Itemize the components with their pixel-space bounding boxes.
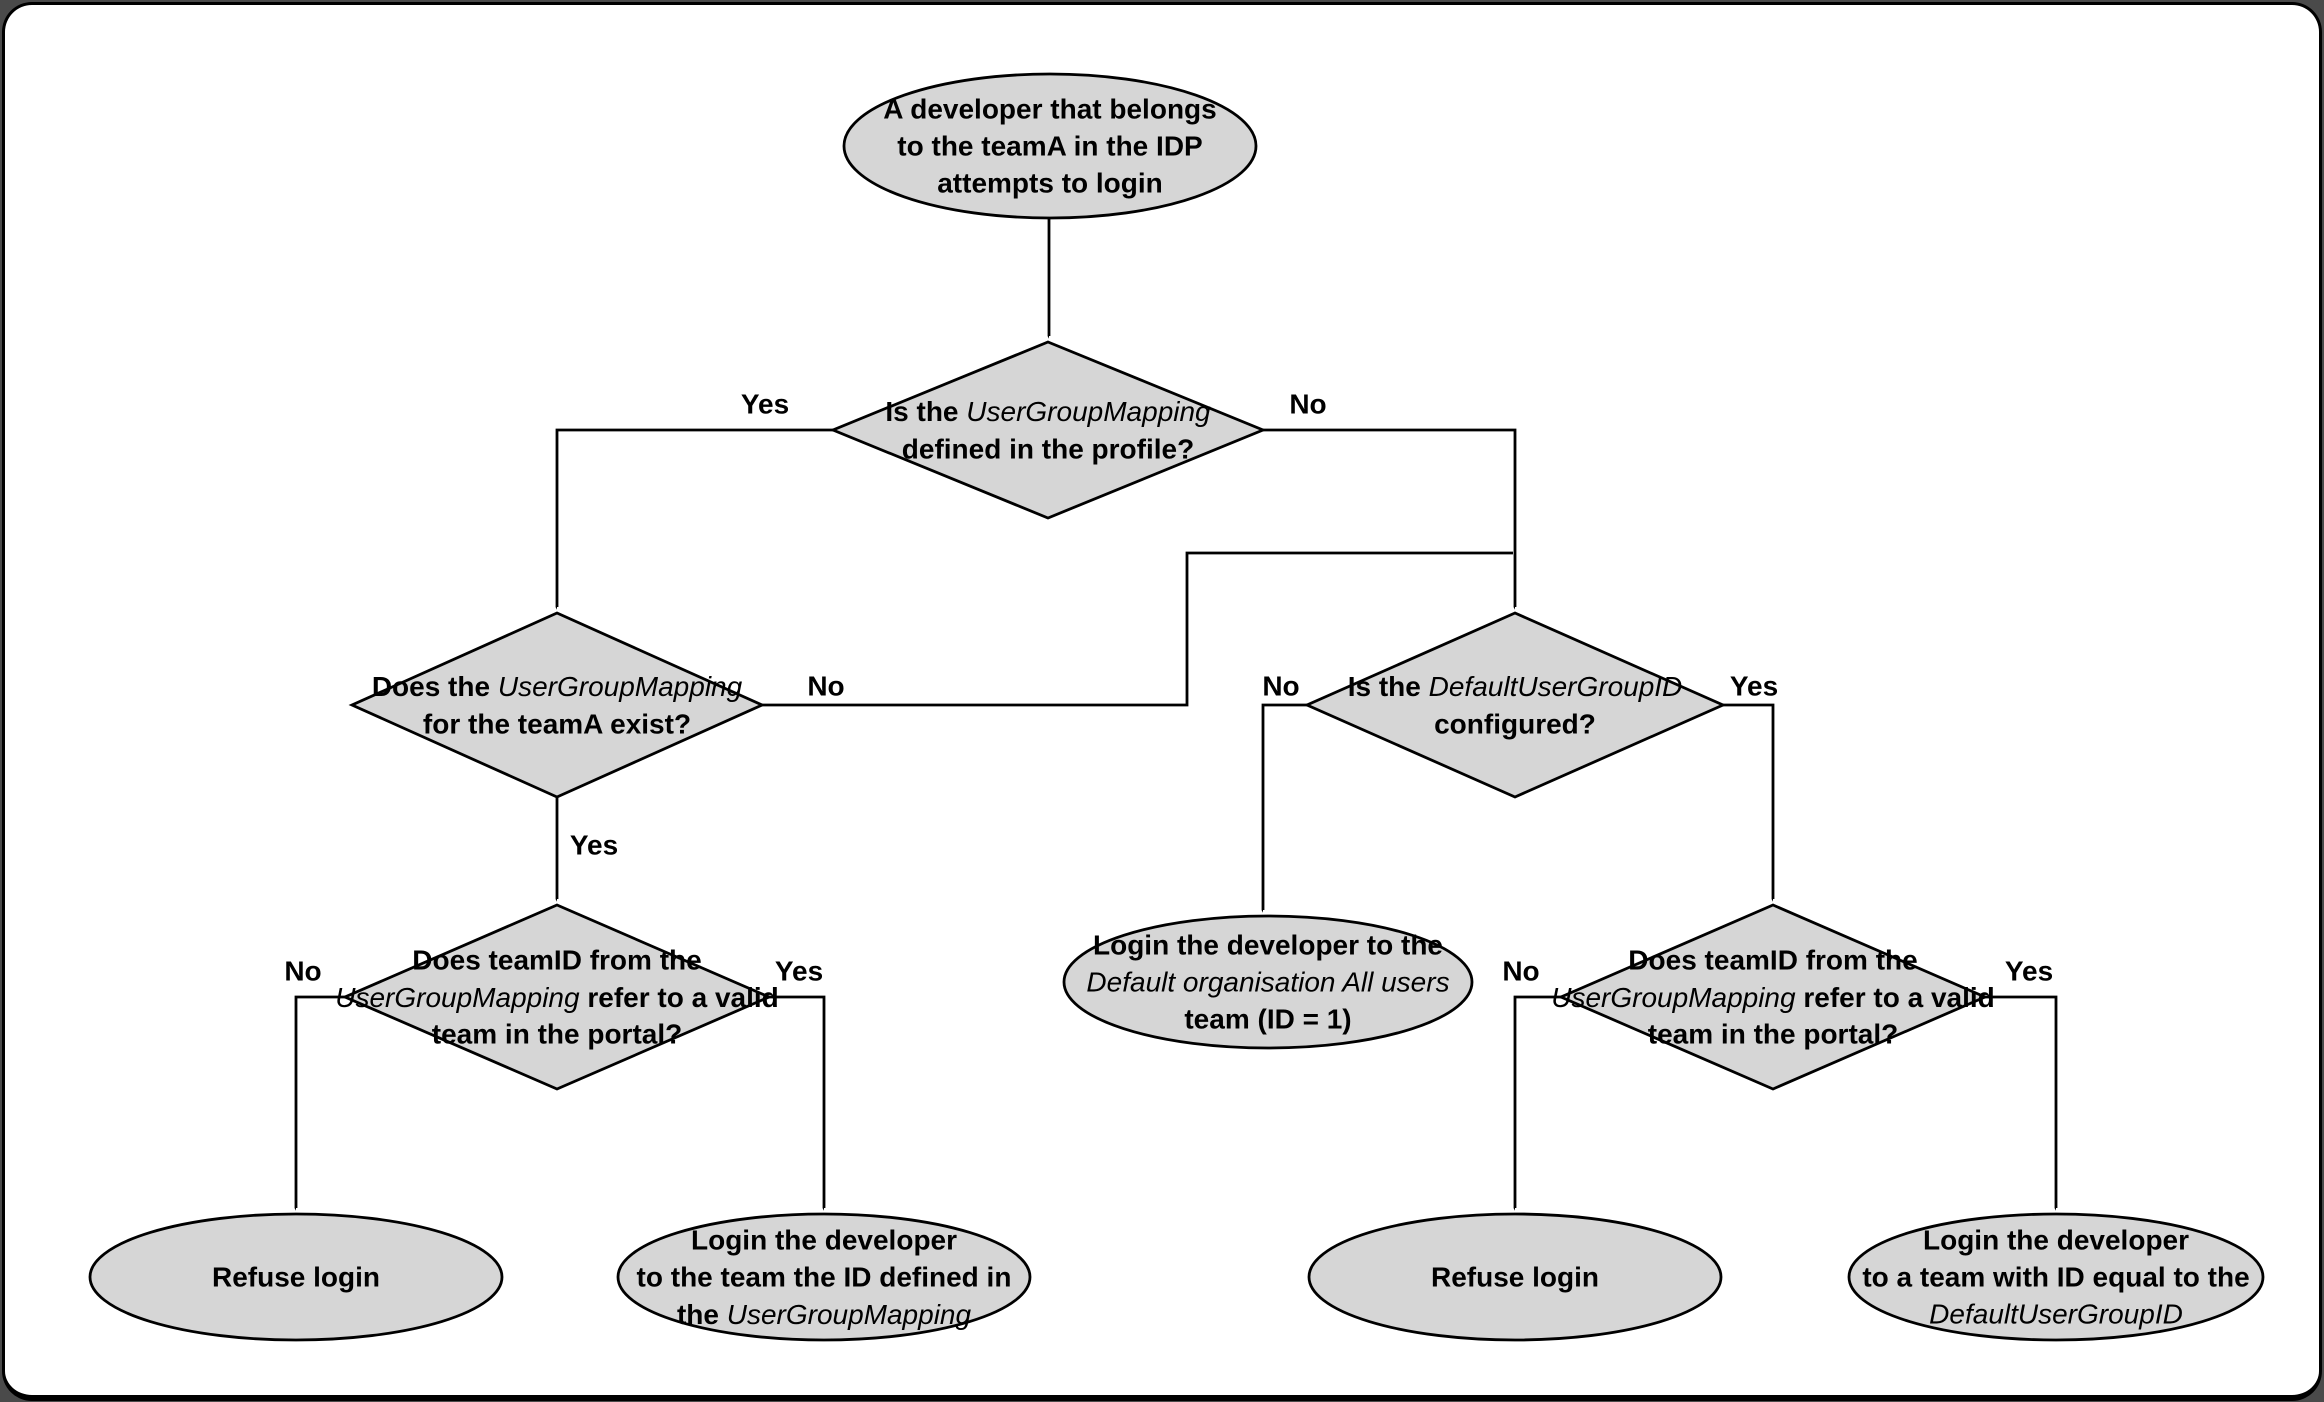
edge-d1-yes — [557, 428, 833, 607]
node-text-line: A developer that belongs — [883, 94, 1216, 125]
node-text-line: Refuse login — [1431, 1262, 1599, 1293]
edge-label-d1-no: No — [1289, 389, 1326, 420]
edge-label-d3-yes: Yes — [775, 956, 823, 987]
node-text-line: for the teamA exist? — [423, 709, 691, 740]
node-text-line: the UserGroupMapping — [677, 1299, 972, 1330]
ellipse-shape — [1847, 1212, 2265, 1342]
node-outcome-refuse-login-left: Refuse login — [88, 1212, 504, 1342]
node-text-line: to the teamA in the IDP — [897, 131, 1202, 162]
node-text-line: defined in the profile? — [902, 434, 1194, 465]
edge-label-d1-yes: Yes — [741, 389, 789, 420]
node-text-line: Login the developer — [691, 1225, 957, 1256]
text-segment-italic: UserGroupMapping — [1551, 982, 1796, 1013]
edge-d5-no — [1515, 995, 1561, 1208]
edge-d4-yes — [1723, 703, 1775, 899]
node-outcome-login-mapped-team: Login the developer to the team the ID d… — [616, 1212, 1032, 1342]
text-segment: refer to a valid — [580, 982, 779, 1013]
node-decision-teamid-valid-right: Does teamID from the UserGroupMapping re… — [1551, 903, 1995, 1091]
edge-d3-yes — [769, 995, 826, 1208]
node-decision-usergroupmapping-exists: Does the UserGroupMapping for the teamA … — [348, 611, 766, 799]
node-text-line: UserGroupMapping refer to a valid — [1551, 982, 1995, 1013]
node-text-line: Does teamID from the — [412, 945, 701, 976]
node-text-line: Login the developer to the — [1093, 930, 1443, 961]
text-segment: refer to a valid — [1796, 982, 1995, 1013]
node-text-line: Does the UserGroupMapping — [372, 671, 743, 702]
ellipse-shape — [616, 1212, 1032, 1342]
node-text-line: DefaultUserGroupID — [1929, 1299, 2183, 1330]
text-segment: Is the — [885, 396, 966, 427]
text-segment: the — [677, 1299, 727, 1330]
edge-d1-no — [1263, 428, 1517, 607]
text-segment-italic: DefaultUserGroupID — [1429, 671, 1683, 702]
ellipse-shape — [1307, 1212, 1723, 1342]
edge-d4-no — [1263, 703, 1307, 910]
node-text-line: Is the DefaultUserGroupID — [1348, 671, 1683, 702]
node-outcome-refuse-login-right: Refuse login — [1307, 1212, 1723, 1342]
node-text-line: team in the portal? — [432, 1019, 682, 1050]
node-text-line: Refuse login — [212, 1262, 380, 1293]
edge-label-d2-yes: Yes — [570, 830, 618, 861]
node-text-line: attempts to login — [937, 168, 1163, 199]
node-text-line: Login the developer — [1923, 1225, 2189, 1256]
diamond-shape — [348, 611, 766, 799]
text-segment-italic: UserGroupMapping — [727, 1299, 972, 1330]
node-text-line: configured? — [1434, 709, 1596, 740]
edge-label-d5-yes: Yes — [2005, 956, 2053, 987]
ellipse-shape — [88, 1212, 504, 1342]
text-segment-italic: UserGroupMapping — [335, 982, 580, 1013]
edge-label-d2-no: No — [807, 671, 844, 702]
edge-d3-no — [296, 995, 345, 1208]
diamond-shape — [829, 340, 1267, 520]
text-segment-italic: UserGroupMapping — [966, 396, 1211, 427]
edge-d5-yes — [1985, 995, 2058, 1208]
edge-label-d4-no: No — [1262, 671, 1299, 702]
node-text-line: Does teamID from the — [1628, 945, 1917, 976]
node-decision-teamid-valid-left: Does teamID from the UserGroupMapping re… — [335, 903, 779, 1091]
node-start: A developer that belongs to the teamA in… — [842, 72, 1258, 220]
node-text-line: team (ID = 1) — [1184, 1004, 1351, 1035]
text-segment-italic: UserGroupMapping — [498, 671, 743, 702]
edge-label-d3-no: No — [284, 956, 321, 987]
node-outcome-login-default-org: Login the developer to the Default organ… — [1062, 914, 1474, 1050]
diamond-shape — [1303, 611, 1727, 799]
node-text-line: to a team with ID equal to the — [1862, 1262, 2249, 1293]
node-text-line: team in the portal? — [1648, 1019, 1898, 1050]
edge-label-d4-yes: Yes — [1730, 671, 1778, 702]
text-segment: Is the — [1348, 671, 1429, 702]
diamond-shape — [1557, 903, 1989, 1091]
node-outcome-login-default-group: Login the developer to a team with ID eq… — [1847, 1212, 2265, 1342]
diamond-shape — [341, 903, 773, 1091]
node-text-line: UserGroupMapping refer to a valid — [335, 982, 779, 1013]
edge-d2-no — [762, 551, 1513, 707]
node-text-line: Default organisation All users — [1086, 967, 1449, 998]
node-decision-usergroupmapping-defined: Is the UserGroupMapping defined in the p… — [829, 340, 1267, 520]
node-text-line: to the team the ID defined in — [637, 1262, 1012, 1293]
edge-label-d5-no: No — [1502, 956, 1539, 987]
text-segment: Does the — [372, 671, 498, 702]
node-text-line: Is the UserGroupMapping — [885, 396, 1211, 427]
ellipse-shape — [842, 72, 1258, 220]
node-decision-defaultusergroupid-configured: Is the DefaultUserGroupID configured? — [1303, 611, 1727, 799]
ellipse-shape — [1062, 914, 1474, 1050]
